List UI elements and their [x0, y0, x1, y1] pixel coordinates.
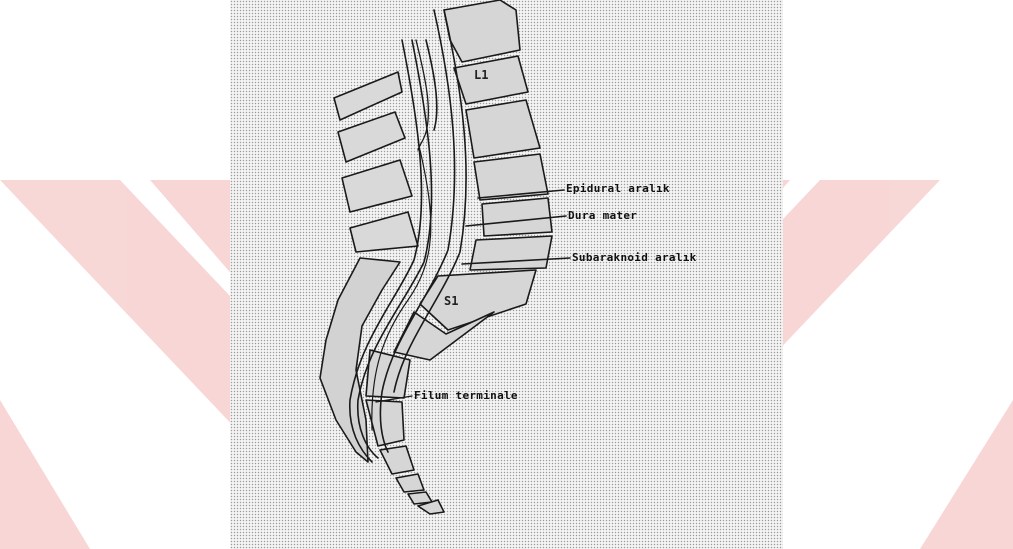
vertebral-body: [466, 100, 540, 158]
spinous-process: [342, 160, 412, 212]
vertebral-body: [482, 198, 552, 236]
dura-mater-label: Dura mater: [568, 210, 637, 222]
coccyx-segment: [380, 446, 414, 474]
vertebral-body: [444, 0, 520, 62]
sacral-segment: [366, 350, 410, 398]
epidural-space-label: Epidural aralık: [566, 183, 670, 195]
vertebral-body: [454, 56, 528, 104]
vertebra-label-top: L1: [474, 68, 488, 82]
vertebral-body: [470, 236, 552, 270]
vertebra-label-bottom: S1: [444, 294, 458, 308]
spinous-process: [350, 212, 418, 252]
coccyx-segment: [396, 474, 424, 492]
subarachnoid-space-label: Subaraknoid aralık: [572, 252, 697, 264]
spinous-process: [338, 112, 405, 162]
filum-terminale-label: Filum terminale: [414, 390, 518, 402]
